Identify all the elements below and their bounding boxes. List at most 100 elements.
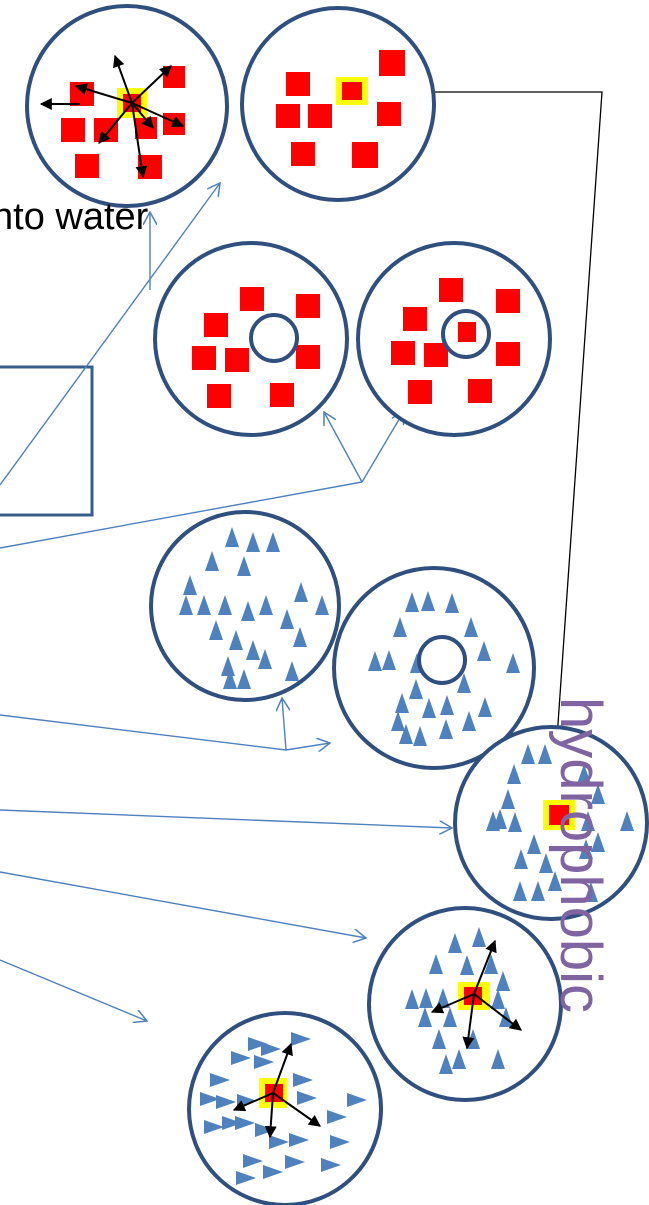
caption-text: nto water: [0, 196, 149, 238]
oil-molecule-triangle: [330, 1135, 350, 1149]
oil-molecule-triangle: [248, 1037, 268, 1051]
oil-molecule-triangle: [285, 1155, 305, 1169]
oil-molecule-triangle: [368, 651, 382, 671]
oil-molecule-triangle: [327, 1110, 347, 1124]
oil-molecule-triangle: [443, 1007, 457, 1027]
oil-molecule-triangle: [581, 811, 595, 831]
connector-line: [282, 698, 286, 751]
oil-molecule-triangle: [241, 601, 255, 621]
oil-molecule-triangle: [421, 591, 435, 611]
connector-line: [0, 809, 452, 828]
oil-molecule-triangle: [440, 695, 454, 715]
oil-molecule-triangle: [280, 609, 294, 629]
oil-molecule-triangle: [225, 527, 239, 547]
connector-line: [0, 959, 147, 1021]
oil-molecule-triangle: [235, 1116, 255, 1130]
oil-molecule-triangle: [429, 954, 443, 974]
oil-molecule-triangle: [521, 744, 535, 764]
oil-rotated-with-forces-circle: [187, 1011, 383, 1205]
oil-molecule-triangle: [548, 871, 562, 891]
oil-molecule-triangle: [197, 595, 211, 615]
oil-molecule-triangle: [200, 1092, 220, 1106]
oil-molecule-triangle: [448, 933, 462, 953]
connector-line: [0, 481, 363, 549]
rotated-label: hydrophobic: [548, 697, 613, 1013]
oil-molecule-triangle: [506, 653, 520, 673]
oil-molecule-triangle: [223, 669, 237, 689]
water-circle: [240, 6, 436, 202]
oil-molecule-triangle: [491, 1049, 505, 1069]
oil-molecule-triangle: [409, 679, 423, 699]
oil-molecule-triangle: [432, 1029, 446, 1049]
oil-molecule-triangle: [258, 649, 272, 669]
oil-molecule-triangle: [472, 927, 486, 947]
oil-molecule-triangle: [263, 1165, 283, 1179]
oil-molecule-triangle: [399, 724, 413, 744]
oil-molecule-triangle: [266, 532, 280, 552]
oil-molecule-triangle: [452, 1049, 466, 1069]
oil-molecule-triangle: [231, 1051, 251, 1065]
oil-molecule-triangle: [269, 1135, 289, 1149]
oil-molecule-triangle: [591, 784, 605, 804]
oil-molecule-triangle: [289, 1133, 309, 1147]
oil-molecule-triangle: [209, 620, 223, 640]
oil-molecule-triangle: [229, 630, 243, 650]
partial-rectangle: [0, 365, 94, 517]
oil-molecule-triangle: [579, 839, 593, 859]
oil-molecule-triangle: [413, 726, 427, 746]
oil-molecule-triangle: [439, 719, 453, 739]
oil-molecule-triangle: [496, 971, 510, 991]
oil-molecule-triangle: [391, 711, 405, 731]
oil-molecule-triangle: [246, 532, 260, 552]
black-connector-line: [370, 91, 603, 739]
oil-molecule-triangle: [501, 789, 515, 809]
oil-with-solute-circle: [453, 725, 649, 921]
water-circle-with-forces: [25, 4, 229, 208]
oil-molecule-triangle: [321, 1158, 341, 1172]
water-filled-cavity-circle: [356, 241, 552, 437]
oil-molecule-triangle: [236, 1171, 256, 1185]
oil-molecule-triangle: [246, 640, 260, 660]
oil-molecule-triangle: [478, 697, 492, 717]
oil-molecule-triangle: [464, 617, 478, 637]
oil-molecule-triangle: [221, 656, 235, 676]
oil-molecule-triangle: [315, 595, 329, 615]
oil-molecule-triangle: [418, 1007, 432, 1027]
oil-molecule-triangle: [222, 1116, 242, 1130]
connector-line: [361, 411, 404, 483]
oil-molecule-triangle: [591, 832, 605, 852]
oil-molecule-triangle: [179, 595, 193, 615]
oil-molecule-triangle: [457, 673, 471, 693]
oil-molecule-triangle: [237, 669, 251, 689]
oil-molecule-triangle: [347, 1093, 367, 1107]
oil-molecule-triangle: [486, 811, 500, 831]
oil-molecule-triangle: [527, 834, 541, 854]
oil-molecule-triangle: [462, 711, 476, 731]
oil-molecule-triangle: [538, 744, 552, 764]
oil-molecule-triangle: [539, 853, 553, 873]
connector-line: [324, 412, 363, 483]
oil-circle: [149, 510, 341, 702]
oil-molecule-triangle: [216, 1095, 236, 1109]
oil-molecule-triangle: [484, 954, 498, 974]
oil-molecule-triangle: [261, 1042, 281, 1056]
oil-molecule-triangle: [395, 693, 409, 713]
oil-molecule-triangle: [218, 595, 232, 615]
oil-molecule-triangle: [237, 556, 251, 576]
oil-molecule-triangle: [297, 1091, 317, 1105]
oil-molecule-triangle: [393, 617, 407, 637]
oil-molecule-triangle: [445, 593, 459, 613]
oil-molecule-triangle: [183, 575, 197, 595]
oil-molecule-triangle: [460, 955, 474, 975]
oil-molecule-triangle: [210, 1073, 230, 1087]
oil-molecule-triangle: [584, 882, 598, 902]
water-cavity-circle: [153, 241, 349, 437]
oil-molecule-triangle: [419, 988, 433, 1008]
oil-molecule-triangle: [531, 881, 545, 901]
oil-molecule-triangle: [291, 1032, 311, 1046]
oil-molecule-triangle: [477, 641, 491, 661]
connector-line: [0, 714, 287, 751]
oil-molecule-triangle: [293, 1073, 313, 1087]
